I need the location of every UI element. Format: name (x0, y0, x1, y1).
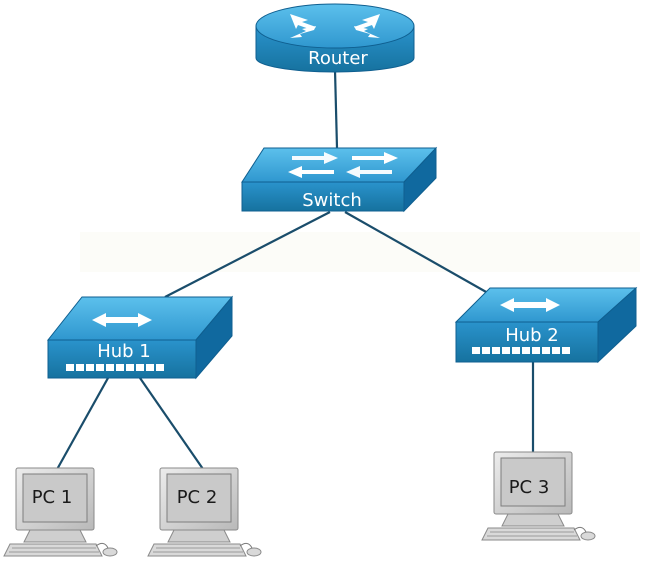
switch-node[interactable]: Switch (241, 146, 438, 213)
pc2-label: PC 2 (177, 487, 218, 508)
pc1-node[interactable]: PC 1 (3, 467, 118, 557)
watermark-band (80, 232, 640, 272)
switch-label: Switch (302, 190, 362, 211)
links (54, 69, 535, 474)
link-hub1-pc2 (139, 377, 204, 470)
hub-icon (454, 286, 638, 364)
router-label: Router (308, 48, 368, 69)
switch-icon (241, 146, 438, 213)
pc-icon (147, 467, 262, 557)
hub2-label: Hub 2 (505, 325, 559, 346)
hub1-label: Hub 1 (97, 341, 151, 362)
link-hub1-pc1 (54, 377, 109, 474)
pc1-label: PC 1 (32, 487, 73, 508)
pc2-node[interactable]: PC 2 (147, 467, 262, 557)
router-node[interactable]: Router (255, 3, 415, 73)
hub2-node[interactable]: Hub 2 (454, 286, 638, 364)
link-switch-hub1 (164, 211, 331, 298)
pc3-node[interactable]: PC 3 (481, 451, 596, 541)
pc-icon (3, 467, 118, 557)
hub-icon (46, 295, 234, 380)
hub1-node[interactable]: Hub 1 (46, 295, 234, 380)
router-icon (255, 3, 415, 73)
link-router-switch (333, 69, 339, 149)
pc3-label: PC 3 (509, 477, 550, 498)
link-switch-hub2 (344, 211, 496, 298)
